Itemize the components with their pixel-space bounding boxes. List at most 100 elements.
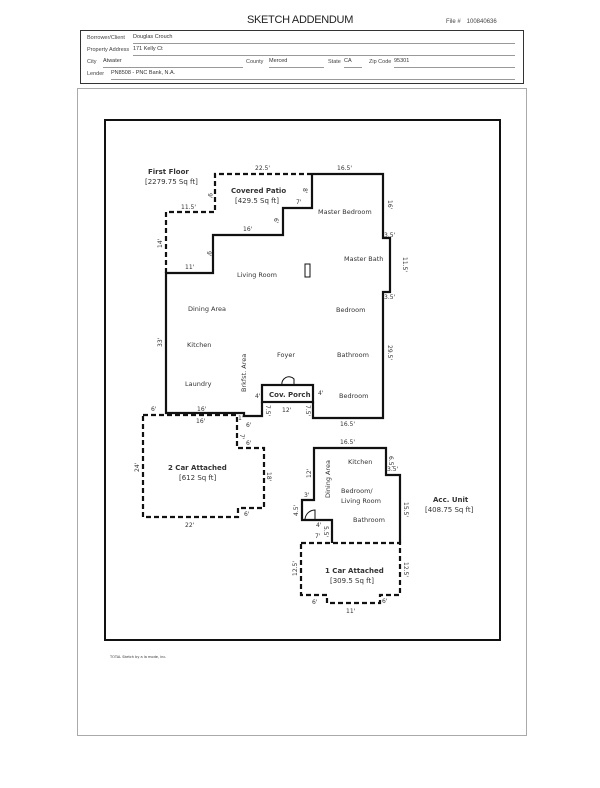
dim-label: 22.5' xyxy=(255,165,270,172)
city-value: Atwater xyxy=(103,58,243,68)
address-value: 171 Kelly Ct xyxy=(133,46,515,56)
dim-label: 4.5' xyxy=(293,504,300,516)
room-label: Bathroom xyxy=(337,351,369,359)
dim-label: 7' xyxy=(296,199,302,206)
room-label: Master Bedroom xyxy=(318,208,372,216)
acc-unit-outline xyxy=(300,446,402,543)
page-border xyxy=(77,88,527,736)
door-icon xyxy=(281,376,295,386)
dim-label: 16.5' xyxy=(340,421,355,428)
garage2-title: 2 Car Attached xyxy=(168,464,227,472)
room-label: Brkfst. Area xyxy=(240,354,248,392)
state-value: CA xyxy=(344,58,362,68)
first-floor-outline xyxy=(164,172,392,420)
covered-patio-area: [429.5 Sq ft] xyxy=(235,197,279,205)
dim-label: 24' xyxy=(134,462,141,472)
dim-label: 3.5' xyxy=(387,466,399,473)
dim-label: 9' xyxy=(206,193,213,199)
borrower-value: Douglas Crouch xyxy=(133,34,515,44)
garage2-area: [612 Sq ft] xyxy=(179,474,217,482)
dim-label: 12' xyxy=(282,407,292,414)
dim-label: 9' xyxy=(205,251,212,257)
fireplace-icon xyxy=(304,263,311,278)
room-label: Foyer xyxy=(277,351,295,359)
room-label: Bedroom/ xyxy=(341,487,373,495)
cov-porch-label: Cov. Porch xyxy=(269,391,311,399)
zip-value: 95301 xyxy=(394,58,515,68)
dim-label: 6' xyxy=(151,406,157,413)
city-row: City Atwater County Merced State CA Zip … xyxy=(81,57,521,69)
garage1-title: 1 Car Attached xyxy=(325,567,384,575)
file-number: File #100840636 xyxy=(446,19,497,25)
dim-label: 12.5' xyxy=(402,562,409,577)
dim-label: 11.5' xyxy=(401,257,408,272)
first-floor-title: First Floor xyxy=(148,168,189,176)
garage1-area: [309.5 Sq ft] xyxy=(330,577,374,585)
door-icon xyxy=(304,509,316,521)
dim-label: 3' xyxy=(304,492,310,499)
dim-label: 7' xyxy=(238,434,245,440)
room-label: Kitchen xyxy=(348,458,372,466)
dim-label: 6' xyxy=(246,440,252,447)
garage2-outline xyxy=(141,413,266,519)
room-label: Living Room xyxy=(237,271,277,279)
sketch-footer: TOTAL Sketch by a la mode, inc. xyxy=(109,655,166,659)
covered-patio-title: Covered Patio xyxy=(231,187,286,195)
borrower-row: Borrower/Client Douglas Crouch xyxy=(81,33,521,45)
dim-label: 4' xyxy=(255,393,261,400)
dim-label: 6' xyxy=(246,422,252,429)
dim-label: 7.5' xyxy=(264,405,271,417)
room-labels: Master Bedroom Master Bath Living Room D… xyxy=(185,208,385,524)
acc-unit-area: [408.75 Sq ft] xyxy=(425,506,474,514)
dim-label: 7.5' xyxy=(304,405,311,417)
dim-label: 15.5' xyxy=(402,502,409,517)
room-label: Bedroom xyxy=(339,392,368,400)
dim-label: 1' xyxy=(238,415,244,422)
dim-label: 5.5' xyxy=(322,526,329,538)
room-label: Kitchen xyxy=(187,341,211,349)
dim-label: 16' xyxy=(243,226,253,233)
acc-unit-title: Acc. Unit xyxy=(433,496,469,504)
dim-label: 11' xyxy=(346,608,356,615)
dimension-labels: 22.5' 16.5' 9' 8' 11.5' 7' 16' 6' 16' 3.… xyxy=(134,165,409,615)
dim-label: 6.5' xyxy=(387,456,394,468)
dim-label: 6' xyxy=(244,511,250,518)
dim-label: 12' xyxy=(306,468,313,478)
room-label: Bedroom xyxy=(336,306,365,314)
dim-label: 22' xyxy=(185,522,195,529)
dim-label: 6' xyxy=(272,218,279,224)
first-floor-area: [2279.75 Sq ft] xyxy=(145,178,198,186)
dim-label: 16.5' xyxy=(340,439,355,446)
garage1-outline xyxy=(299,541,402,605)
county-value: Merced xyxy=(269,58,324,68)
room-label: Dining Area xyxy=(324,460,332,498)
sketch-frame xyxy=(104,119,501,641)
dim-label: 33' xyxy=(157,337,164,347)
dim-label: 16' xyxy=(196,418,206,425)
room-label: Laundry xyxy=(185,380,212,388)
dim-label: 3.5' xyxy=(384,232,396,239)
room-label: Dining Area xyxy=(188,305,226,313)
dim-label: 3.5' xyxy=(384,294,396,301)
dim-label: 4' xyxy=(316,522,322,529)
dim-label: 6' xyxy=(382,598,388,605)
room-label: Bathroom xyxy=(353,516,385,524)
dim-label: 6' xyxy=(312,599,318,606)
dim-label: 29.5' xyxy=(386,345,393,360)
dim-label: 12.5' xyxy=(292,561,299,576)
dim-label: 16' xyxy=(386,200,393,210)
form-header: Borrower/Client Douglas Crouch Property … xyxy=(80,30,524,84)
dim-label: 16.5' xyxy=(337,165,352,172)
dim-label: 11.5' xyxy=(181,204,196,211)
lender-row: Lender PN8508 - PNC Bank, N.A. xyxy=(81,69,521,81)
address-row: Property Address 171 Kelly Ct xyxy=(81,45,521,57)
dim-label: 14' xyxy=(157,238,164,248)
dim-label: 18' xyxy=(265,472,272,482)
dim-label: 16' xyxy=(197,406,207,413)
dim-label: 11' xyxy=(185,264,195,271)
covered-patio-outline xyxy=(164,172,312,273)
room-label: Master Bath xyxy=(344,255,383,263)
document-title: SKETCH ADDENDUM xyxy=(246,14,354,26)
dim-label: 8' xyxy=(301,188,308,194)
